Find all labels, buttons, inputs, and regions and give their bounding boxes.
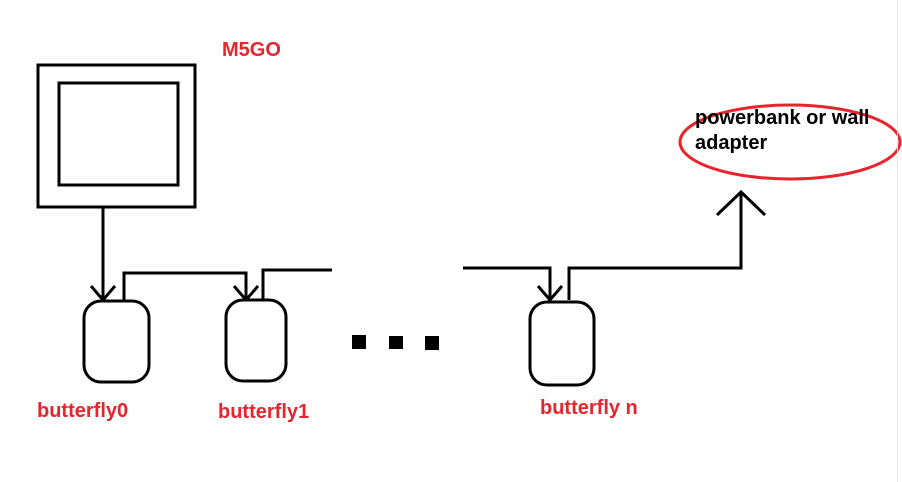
wire-into-butterfly-n — [463, 266, 552, 300]
frame-edge — [897, 0, 898, 482]
ellipsis-dot-1 — [352, 335, 366, 349]
ellipsis-more-devices — [352, 335, 439, 350]
arrowhead-power — [715, 189, 767, 217]
arrowhead-butterfly-n — [536, 285, 564, 303]
wire-butterfly-n-to-power — [567, 194, 743, 300]
ellipsis-dot-2 — [389, 336, 403, 349]
butterfly-n-label: butterfly n — [540, 397, 638, 419]
wire-butterfly0-to-butterfly1 — [122, 271, 248, 300]
m5go-device — [36, 63, 197, 209]
m5go-screen — [57, 81, 180, 187]
butterfly1-label: butterfly1 — [218, 401, 309, 423]
butterfly0-label: butterfly0 — [37, 400, 128, 422]
ellipsis-dot-3 — [425, 336, 439, 350]
butterfly1-device — [224, 298, 288, 383]
wire-butterfly1-out — [261, 268, 332, 300]
power-source-label-line1: powerbank or wall — [695, 107, 869, 129]
m5go-label: M5GO — [222, 39, 281, 61]
butterfly-n-device — [528, 300, 596, 387]
power-source-label-line2: adapter — [695, 132, 767, 154]
butterfly0-device — [82, 299, 151, 384]
power-source-ellipse — [678, 103, 902, 181]
